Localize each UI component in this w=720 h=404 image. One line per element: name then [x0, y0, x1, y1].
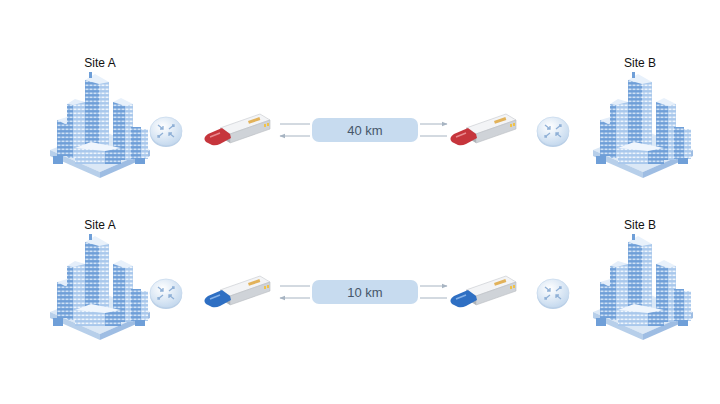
transceiver — [450, 276, 516, 307]
router-icon — [150, 117, 182, 147]
building-icon — [50, 234, 150, 340]
site-label: Site B — [624, 56, 656, 70]
transceiver — [450, 114, 516, 145]
building-icon — [593, 72, 693, 178]
transceiver — [204, 114, 270, 145]
router-icon — [150, 279, 182, 309]
site-label: Site A — [84, 218, 115, 232]
router-icon — [537, 279, 569, 309]
site-label: Site A — [84, 56, 115, 70]
router-icon — [537, 117, 569, 147]
distance-text: 10 km — [347, 285, 382, 300]
distance-pill: 10 km — [312, 280, 418, 304]
distance-pill: 40 km — [312, 118, 418, 142]
transceiver — [204, 276, 270, 307]
site-label: Site B — [624, 218, 656, 232]
building-icon — [593, 234, 693, 340]
building-icon — [50, 72, 150, 178]
distance-text: 40 km — [347, 123, 382, 138]
